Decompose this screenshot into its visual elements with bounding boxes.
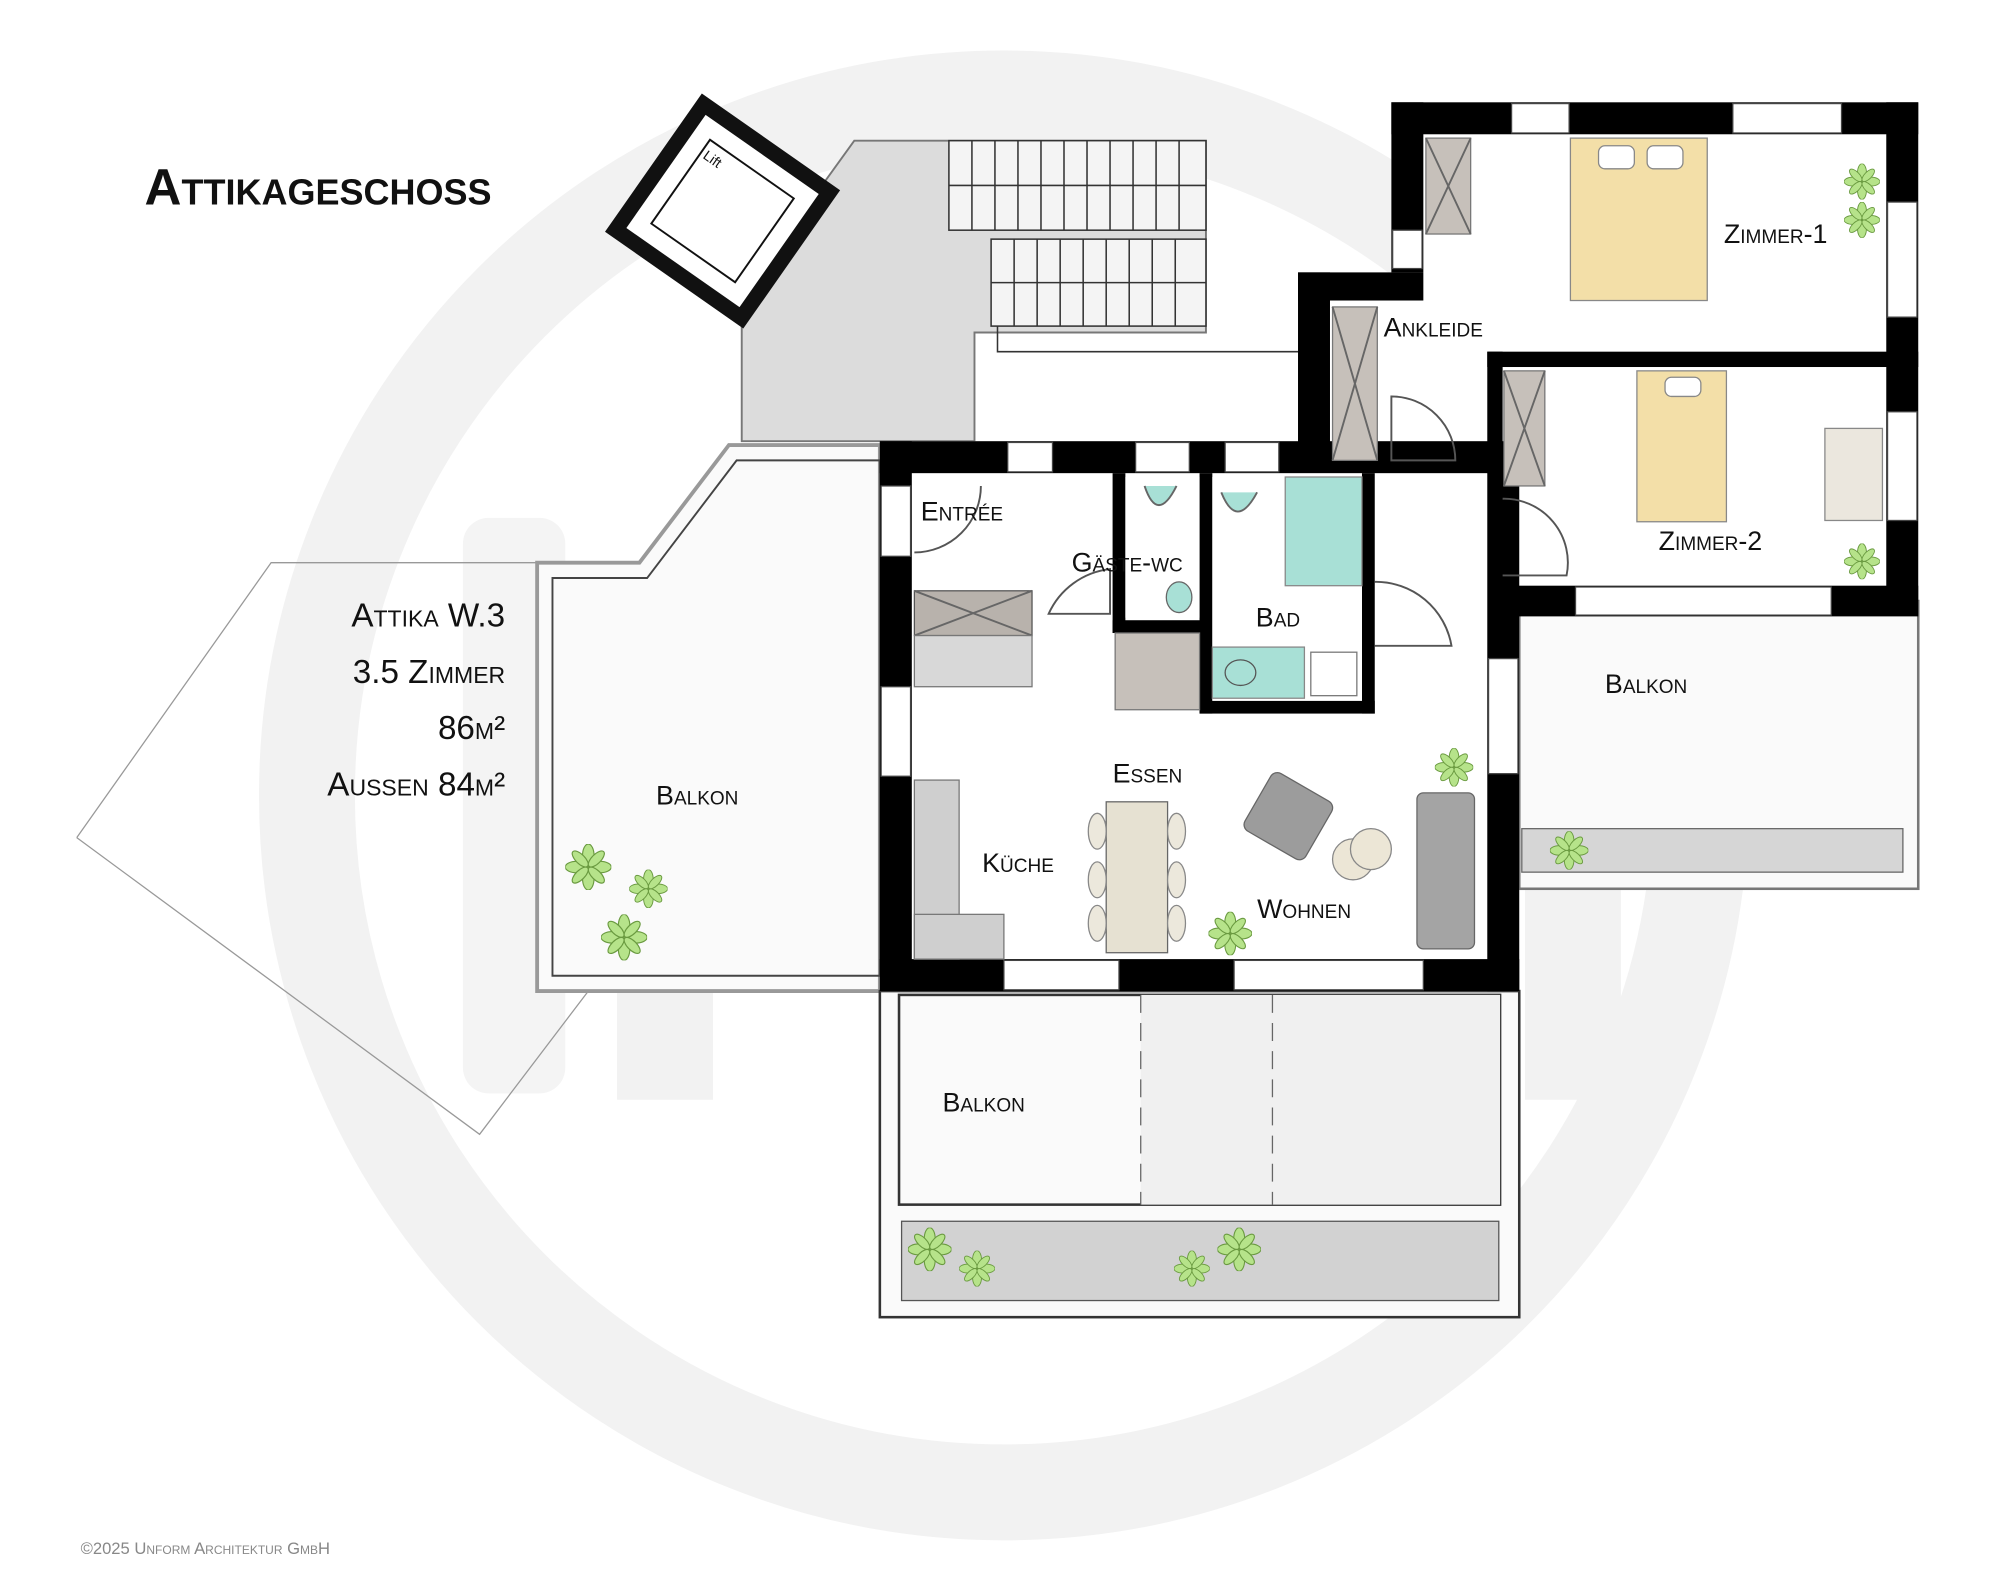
page-title: Attikageschoss — [145, 159, 492, 216]
room-label-ankleide: Ankleide — [1384, 312, 1483, 342]
balcony-west — [535, 443, 882, 993]
room-label-entree: Entrée — [921, 496, 1003, 526]
room-label-wohnen: Wohnen — [1257, 894, 1351, 924]
lift: Lift — [605, 93, 841, 329]
room-label-essen: Essen — [1113, 759, 1183, 789]
room-label-zimmer2: Zimmer-2 — [1659, 526, 1763, 556]
armchair — [1243, 771, 1334, 861]
copyright: ©2025 Unform Architektur GmbH — [81, 1539, 330, 1558]
cabinets — [913, 137, 1546, 711]
room-label-zimmer1: Zimmer-1 — [1724, 219, 1828, 249]
room-label-balkon-west: Balkon — [656, 780, 738, 810]
desk — [1824, 427, 1884, 522]
windows — [880, 102, 1918, 991]
terrace-outline-lower — [76, 837, 589, 1136]
furniture — [913, 137, 1884, 960]
room-label-bad: Bad — [1256, 603, 1300, 633]
bed-zimmer1 — [1569, 137, 1708, 302]
unit-name: Attika W.3 — [351, 598, 505, 635]
room-count: 3.5 Zimmer — [353, 654, 505, 691]
sofa — [1416, 792, 1476, 950]
room-label-gaeste-wc: Gäste-wc — [1072, 548, 1183, 578]
bath-fixtures — [1125, 476, 1363, 701]
room-label-balkon-east: Balkon — [1605, 669, 1687, 699]
living-area: 86m² — [438, 710, 505, 747]
staircase — [948, 139, 1299, 353]
room-label-kueche: Küche — [982, 848, 1054, 878]
door-swings — [914, 395, 1569, 647]
unit-info: Attika W.3 3.5 Zimmer 86m² Aussen 84m² — [327, 598, 505, 804]
room-label-balkon-south: Balkon — [943, 1087, 1025, 1117]
outdoor-area: Aussen 84m² — [327, 766, 505, 803]
terrace-outline — [76, 562, 538, 838]
dining-table — [1105, 801, 1169, 954]
